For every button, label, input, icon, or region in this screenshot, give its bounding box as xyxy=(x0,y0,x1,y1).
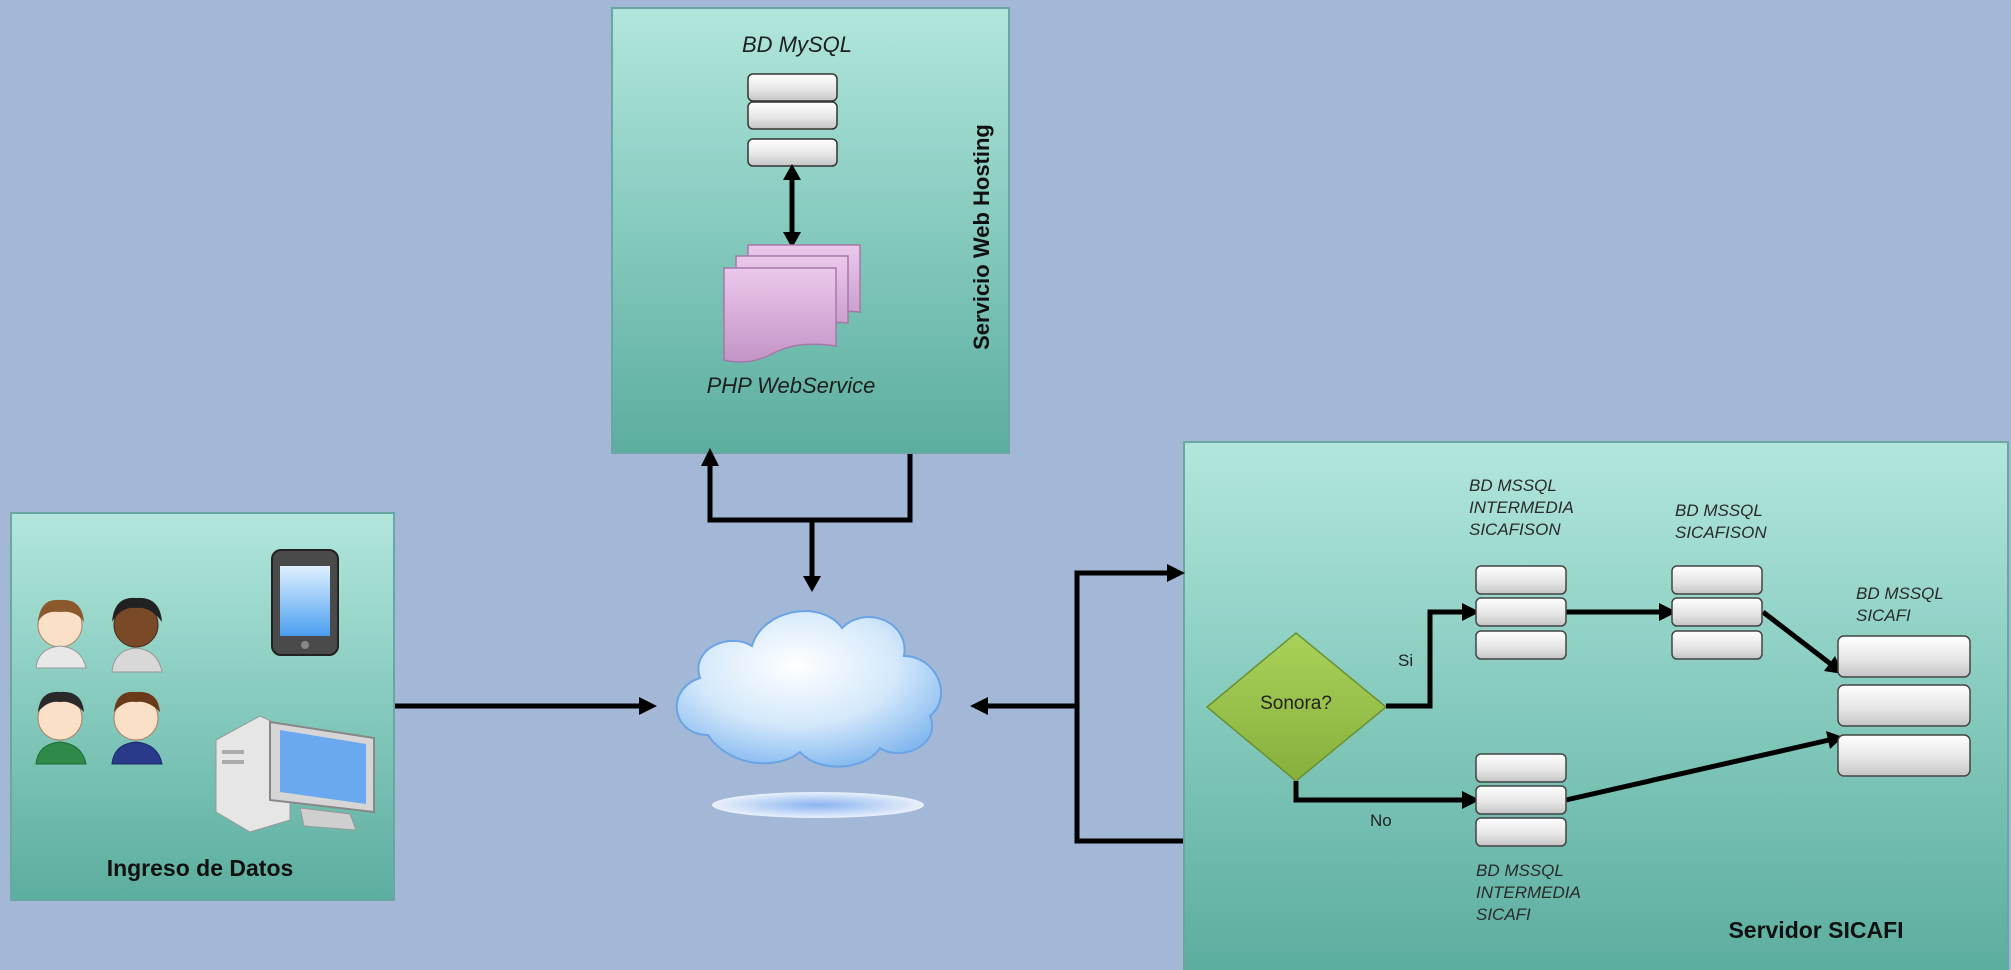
web-hosting-title: Servicio Web Hosting xyxy=(969,124,994,350)
db-intermedia-sicafi-label: BD MSSQL INTERMEDIA SICAFI xyxy=(1476,861,1581,924)
no-branch-label: No xyxy=(1370,811,1392,830)
internet-cloud-icon xyxy=(675,610,942,818)
users-icon xyxy=(35,597,163,765)
db-sicafi-icon xyxy=(1837,635,1971,777)
ingreso-datos-title: Ingreso de Datos xyxy=(106,855,294,881)
php-webservice-icon xyxy=(723,244,861,363)
sonora-decision-label: Sonora? xyxy=(1260,693,1332,714)
sicafi-cloud-connector xyxy=(984,570,1183,844)
yes-branch-label: Si xyxy=(1398,651,1414,670)
db-sicafison-icon xyxy=(1671,565,1763,660)
mysql-database-icon xyxy=(747,73,838,167)
mysql-db-label: BD MySQL xyxy=(741,32,853,57)
php-webservice-label: PHP WebService xyxy=(706,373,876,398)
db-sicafi-label: BD MSSQL SICAFI xyxy=(1856,584,1944,625)
hosting-cloud-connector xyxy=(707,454,913,578)
mobile-phone-icon xyxy=(271,549,339,656)
db-intermedia-sicafison-label: BD MSSQL INTERMEDIA SICAFISON xyxy=(1469,476,1574,539)
db-intermedia-sicafison-icon xyxy=(1475,565,1567,660)
db-sicafison-label: BD MSSQL SICAFISON xyxy=(1675,501,1767,542)
desktop-computer-icon xyxy=(215,715,375,833)
servidor-sicafi-title: Servidor SICAFI xyxy=(1728,917,1904,943)
db-intermedia-sicafi-icon xyxy=(1475,753,1567,847)
sicafi-flow-arrows xyxy=(1293,609,1834,803)
